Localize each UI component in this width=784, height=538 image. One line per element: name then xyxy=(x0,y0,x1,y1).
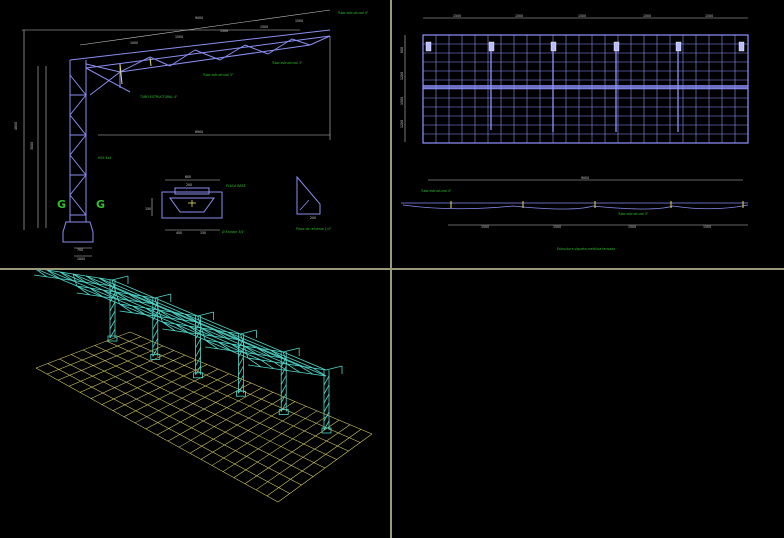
plan-left-dim-2: 1200 xyxy=(400,72,404,80)
viewport-plan[interactable]: 1500 1500 1500 1500 1500 800 1200 1500 1… xyxy=(393,0,784,267)
plan-drawing: 1500 1500 1500 1500 1500 800 1200 1500 1… xyxy=(400,14,749,251)
section-dim-5: 150 xyxy=(145,207,151,211)
plan-panel-grid xyxy=(422,34,749,144)
section-callout: PLACA BASE xyxy=(226,184,246,188)
section-dim-1: 600 xyxy=(185,175,191,179)
dim-top-4: 1500 xyxy=(260,25,268,29)
dim-base-w: 700 xyxy=(77,248,83,252)
label-bracket: TUBO ESTRUCTURAL 4" xyxy=(139,95,178,99)
viewport-elevation[interactable]: 9000 1000 1500 1500 1500 1500 4850 3000 … xyxy=(0,0,390,267)
viewport-empty[interactable] xyxy=(393,270,784,538)
elevation-drawing: 9000 1000 1500 1500 1500 1500 4850 3000 … xyxy=(14,9,369,261)
gusset-dim: 200 xyxy=(310,216,316,220)
label-top-chord: Tubo estructural 4" xyxy=(337,11,369,15)
viewport-divider-horizontal[interactable] xyxy=(0,268,784,270)
plan-left-dim-3: 1500 xyxy=(400,97,404,105)
plan-left-dim-1: 800 xyxy=(400,47,404,53)
section-dim-3: 400 xyxy=(176,231,182,235)
plan-top-dim-5: 1500 xyxy=(705,14,713,18)
dim-height-total: 4850 xyxy=(14,122,18,130)
dim-base-w2: 1000 xyxy=(77,257,85,261)
plan-profile-posts xyxy=(450,201,744,208)
canopy-model xyxy=(33,270,343,434)
isometric-drawing xyxy=(33,270,373,503)
plan-columns xyxy=(490,51,679,132)
dim-top-3: 1500 xyxy=(220,29,228,33)
plan-top-dim-2: 1500 xyxy=(515,14,523,18)
plan-elev-dim-1: 1500 xyxy=(481,225,489,229)
viewport-isometric[interactable] xyxy=(0,270,390,538)
axis-label-right: G xyxy=(96,198,105,211)
plan-elev-dim-3: 1500 xyxy=(628,225,636,229)
dim-top-overall: 9000 xyxy=(195,16,203,20)
section-dim-2: 200 xyxy=(186,183,192,187)
plan-elev-dim-2: 1500 xyxy=(553,225,561,229)
gusset-plate xyxy=(296,175,321,215)
section-bottom-label: Ø Anclaje 3/4" xyxy=(222,229,245,234)
plan-profile xyxy=(401,202,749,210)
floor-grid xyxy=(35,331,373,503)
plan-top-dim-3: 1500 xyxy=(578,14,586,18)
label-column: HSS 4x4 xyxy=(98,156,111,160)
plan-top-dim-4: 1500 xyxy=(643,14,651,18)
label-rafter-a: Tubo estructural 3" xyxy=(202,73,234,77)
base-section-detail xyxy=(161,187,223,219)
axis-label-left: G xyxy=(57,198,66,211)
plan-column-heads xyxy=(425,41,745,52)
plan-main-beams xyxy=(423,85,748,89)
dim-top-5: 1500 xyxy=(295,19,303,23)
plan-elev-dim-4: 1500 xyxy=(703,225,711,229)
plan-bottom-dim: 9000 xyxy=(581,176,589,180)
plan-left-dim-4: 1200 xyxy=(400,120,404,128)
dim-span: 6900 xyxy=(195,130,203,134)
plan-top-dim-1: 1500 xyxy=(453,14,461,18)
plan-top-dims: 1500 1500 1500 1500 1500 xyxy=(453,14,713,18)
plan-left-dims: 800 1200 1500 1200 xyxy=(400,47,404,128)
plan-label-b: Tubo estructural 3" xyxy=(617,212,649,216)
plan-label-a: Tubo estructural 4" xyxy=(420,189,452,193)
section-dim-4: 150 xyxy=(200,231,206,235)
plan-elev-dims: 1500 1500 1500 1500 xyxy=(481,225,711,229)
dim-height-col: 3000 xyxy=(30,142,34,150)
dim-top-2: 1500 xyxy=(175,35,183,39)
dim-top-1: 1000 xyxy=(130,41,138,45)
gusset-label: Placa de refuerzo 1/4" xyxy=(296,227,332,231)
label-rafter-b: Tubo estructural 3" xyxy=(271,61,303,65)
plan-caption: Estructura vigueta metálica tensada xyxy=(557,247,615,251)
